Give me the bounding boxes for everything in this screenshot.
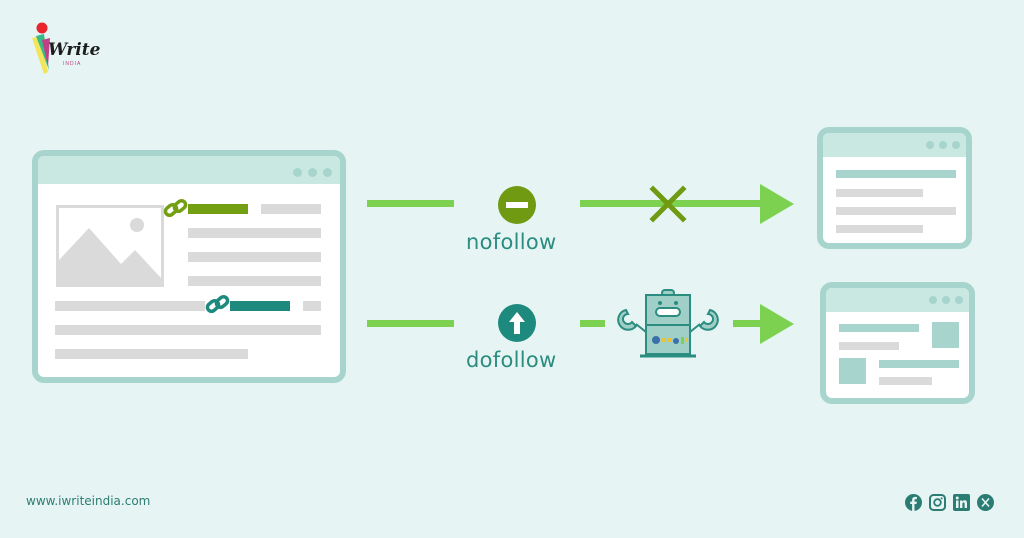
heading-line xyxy=(839,324,919,332)
text-line xyxy=(188,276,321,286)
window-dot xyxy=(939,141,947,149)
dofollow-link-text xyxy=(230,301,290,311)
source-webpage xyxy=(32,150,346,383)
heading-line xyxy=(836,170,956,178)
linkedin-icon[interactable] xyxy=(953,494,970,511)
facebook-icon[interactable] xyxy=(905,494,922,511)
x-mark-icon xyxy=(649,185,687,223)
arrow-up-circle-icon xyxy=(498,304,536,342)
nofollow-label: nofollow xyxy=(466,230,557,254)
text-line xyxy=(188,252,321,262)
text-line xyxy=(839,342,899,350)
text-line xyxy=(188,228,321,238)
window-dot xyxy=(308,168,317,177)
dofollow-label: dofollow xyxy=(466,348,557,372)
connector-line xyxy=(580,320,605,327)
browser-title-bar xyxy=(38,156,340,184)
image-placeholder-icon xyxy=(56,205,164,287)
arrow-head-icon xyxy=(760,304,794,344)
window-dot xyxy=(952,141,960,149)
minus-circle-icon xyxy=(498,186,536,224)
window-dot xyxy=(955,296,963,304)
target-webpage-text xyxy=(817,127,972,249)
instagram-icon[interactable] xyxy=(929,494,946,511)
window-dot xyxy=(929,296,937,304)
connector-line xyxy=(580,200,765,207)
logo-subtext: INDIA xyxy=(63,61,82,67)
logo-icon xyxy=(32,22,50,74)
window-dot xyxy=(323,168,332,177)
window-dot xyxy=(926,141,934,149)
connector-line xyxy=(367,200,454,207)
target-webpage-media xyxy=(820,282,975,404)
text-line xyxy=(836,207,956,215)
text-line xyxy=(55,349,248,359)
media-block xyxy=(839,358,866,384)
text-line xyxy=(836,189,923,197)
brand-logo[interactable]: Write INDIA xyxy=(28,20,100,80)
text-line xyxy=(55,325,321,335)
website-url-link[interactable]: www.iwriteindia.com xyxy=(26,494,151,508)
link-chain-icon xyxy=(163,198,188,218)
google-robot-icon xyxy=(617,289,719,358)
window-dot xyxy=(942,296,950,304)
text-line xyxy=(836,225,923,233)
text-line xyxy=(879,377,932,385)
text-line xyxy=(303,301,321,311)
logo-text: Write xyxy=(48,40,101,60)
text-line xyxy=(55,301,205,311)
connector-line xyxy=(367,320,454,327)
nofollow-link-text xyxy=(188,204,248,214)
arrow-head-icon xyxy=(760,184,794,224)
media-block xyxy=(932,322,959,348)
text-line xyxy=(261,204,321,214)
link-chain-icon xyxy=(205,294,230,314)
heading-line xyxy=(879,360,959,368)
x-icon[interactable] xyxy=(977,494,994,511)
connector-line xyxy=(733,320,765,327)
window-dot xyxy=(293,168,302,177)
